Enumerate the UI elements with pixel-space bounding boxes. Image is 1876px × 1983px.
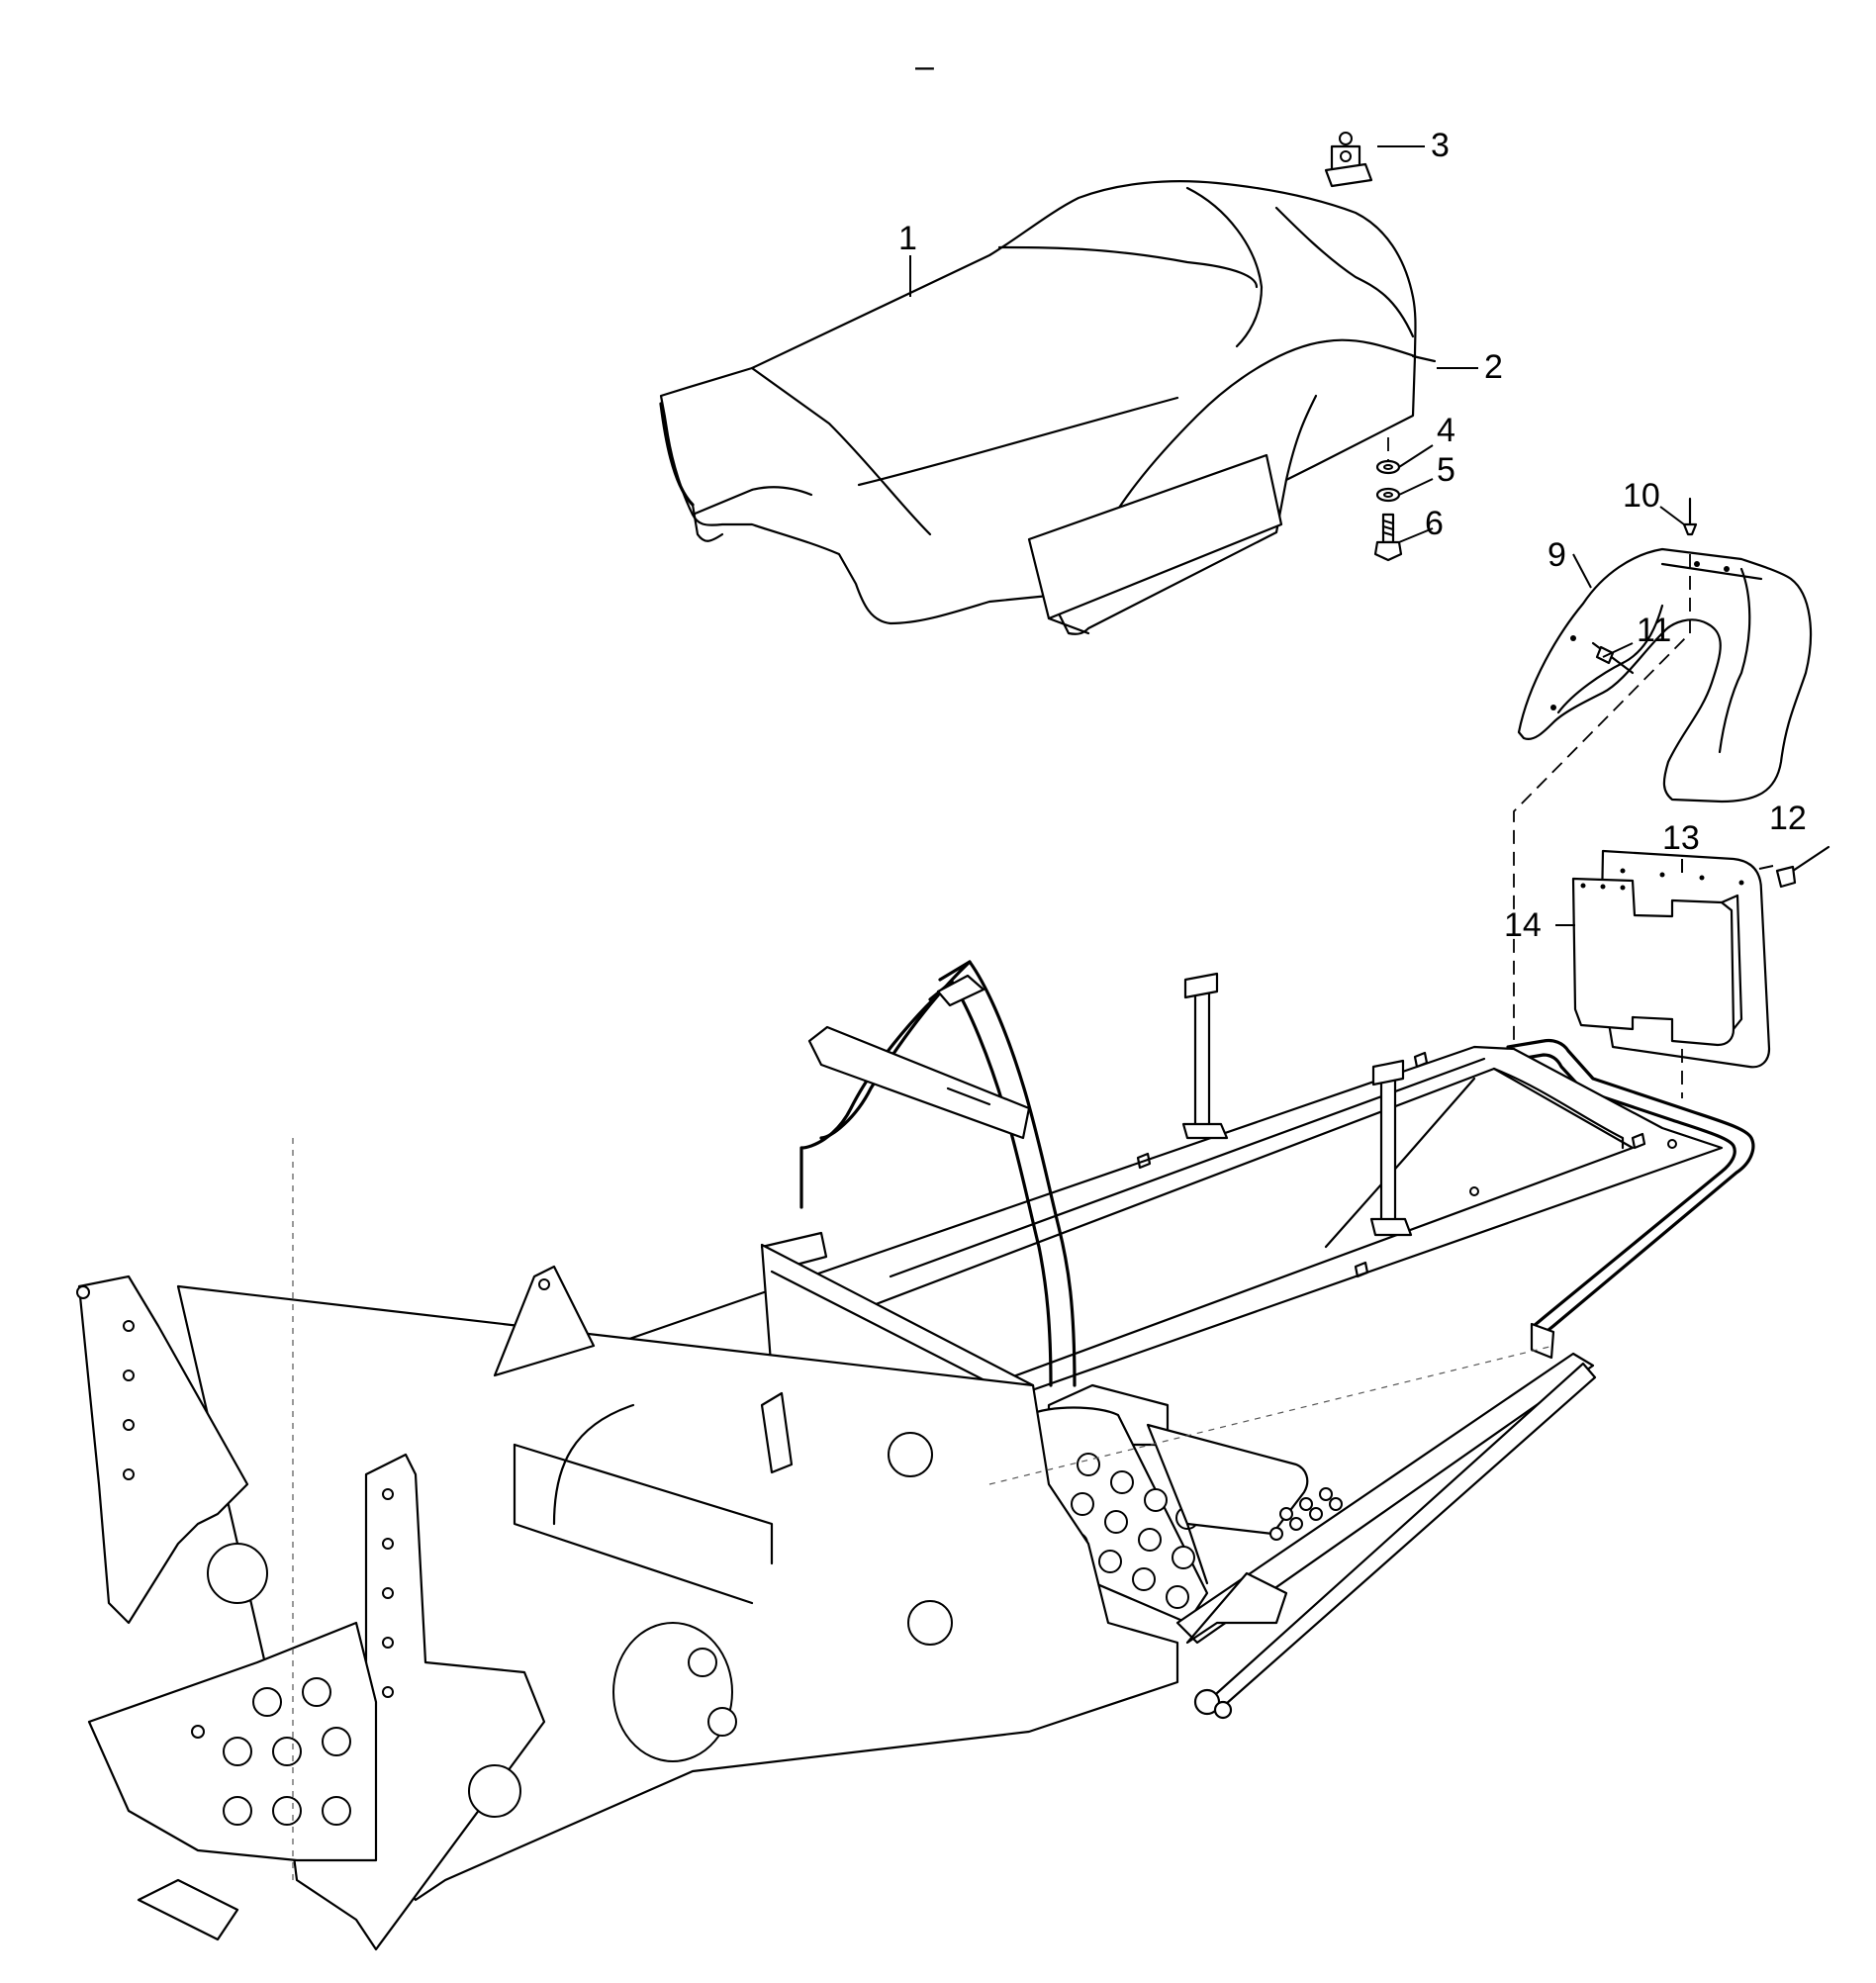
callout-4: 4 [1437,412,1455,449]
part-1-seat [659,180,1437,635]
top-mark: – [915,47,934,85]
callout-9: 9 [1548,536,1566,574]
callout-14: 14 [1504,906,1542,944]
callout-13: 13 [1662,819,1700,857]
part-9-backrest [1517,547,1813,803]
part-6-bolt [1373,513,1403,562]
callout-2: 2 [1484,348,1503,386]
part-10-rivet [1682,497,1698,536]
part-12-rivet [1775,845,1830,889]
callout-5: 5 [1437,451,1455,489]
leaders [909,145,1774,926]
part-5-washer [1375,487,1401,503]
callout-12: 12 [1769,800,1807,837]
callout-6: 6 [1425,505,1444,542]
part-4-washer [1375,459,1401,475]
part-14-plate [1571,877,1743,1047]
part-3-clip [1324,132,1373,188]
callout-1: 1 [898,220,917,257]
callout-10: 10 [1623,477,1660,515]
callout-3: 3 [1431,127,1450,164]
chassis-frame [76,960,1755,1951]
callout-11: 11 [1637,612,1671,649]
